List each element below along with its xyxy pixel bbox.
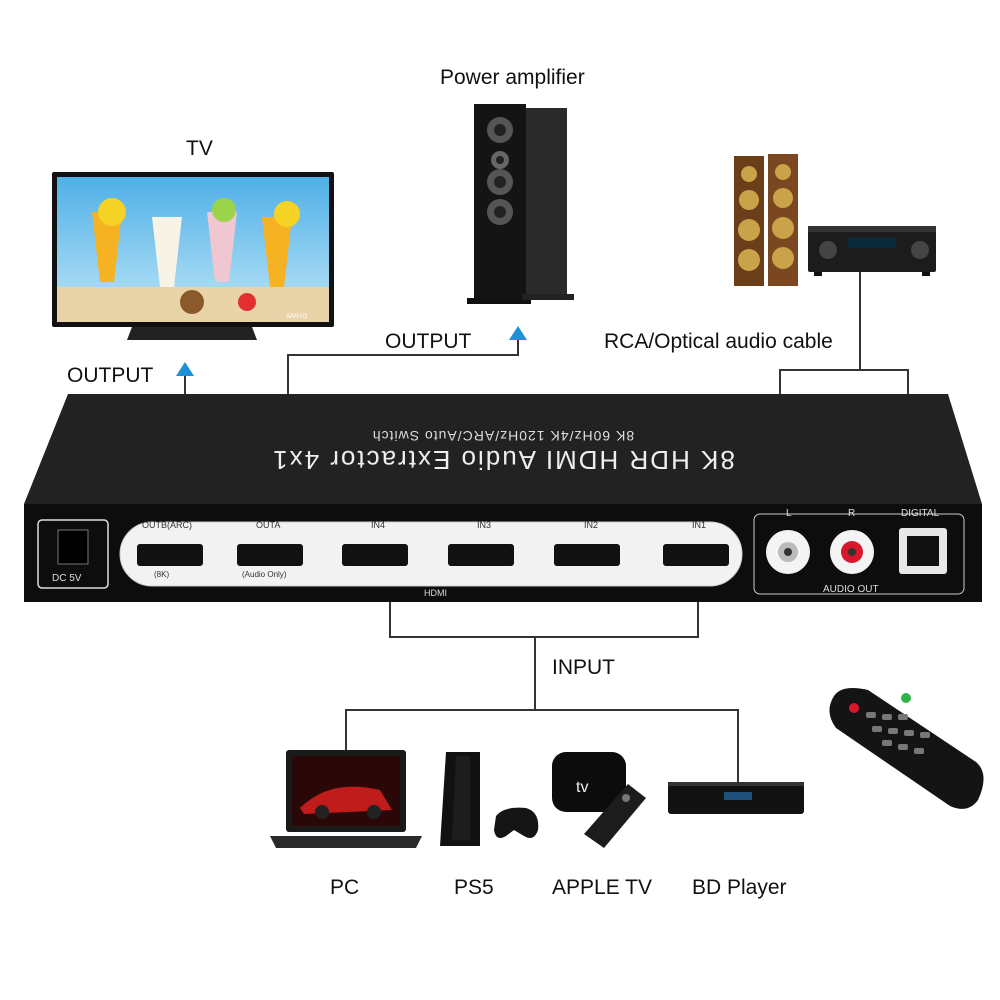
tv-label: TV <box>186 137 213 160</box>
bookshelf-speakers-image <box>732 152 802 290</box>
apple-tv-label: APPLE TV <box>552 876 652 899</box>
audio-r-label: R <box>848 508 856 519</box>
av-receiver-image <box>808 222 936 278</box>
port-outb-label: OUTB(ARC) <box>142 520 192 530</box>
tv-brand-logo: SANYO <box>286 314 307 320</box>
floor-speaker-image <box>462 100 577 312</box>
digital-label: DIGITAL <box>901 508 940 519</box>
port-outa-note: (Audio Only) <box>242 570 287 579</box>
dc-label: DC 5V <box>52 573 82 584</box>
apple-tv-image: tv <box>546 738 664 852</box>
pc-label: PC <box>330 876 360 899</box>
port-in1-label: IN1 <box>692 520 707 530</box>
ps5-label: PS5 <box>454 876 494 899</box>
ps5-console-image <box>440 750 542 850</box>
audio-extractor-device: 8K HDR HDMI Audio Extractor 4x1 8K 60Hz/… <box>24 392 982 604</box>
port-in3-label: IN3 <box>477 520 492 530</box>
tv-image: SANYO <box>52 172 334 342</box>
input-bracket <box>389 600 699 638</box>
power-amplifier-label: Power amplifier <box>440 66 585 89</box>
port-outb-note: (8K) <box>154 570 170 579</box>
remote-control-image <box>822 682 990 814</box>
device-title: 8K HDR HDMI Audio Extractor 4x1 <box>271 445 735 475</box>
input-distribution <box>345 709 739 782</box>
output-label-tv: OUTPUT <box>67 364 154 387</box>
audio-line-left <box>779 369 909 395</box>
bd-player-image <box>666 778 806 824</box>
output-line-amplifier <box>287 338 519 395</box>
hdmi-label: HDMI <box>424 588 447 598</box>
rca-optical-label: RCA/Optical audio cable <box>604 330 833 353</box>
device-subtitle: 8K 60Hz/4K 120Hz/ARC/Auto Switch <box>371 428 635 444</box>
bd-player-label: BD Player <box>692 876 787 899</box>
output-label-amplifier: OUTPUT <box>385 330 472 353</box>
input-label: INPUT <box>552 656 615 679</box>
pc-laptop-image <box>270 748 422 852</box>
audio-l-label: L <box>786 508 792 519</box>
port-in2-label: IN2 <box>584 520 599 530</box>
port-outa-label: OUTA <box>256 520 281 530</box>
svg-text:tv: tv <box>576 779 588 796</box>
audio-out-label: AUDIO OUT <box>823 584 879 595</box>
arrow-up-tv <box>176 362 194 376</box>
arrow-up-amplifier <box>509 326 527 340</box>
port-in4-label: IN4 <box>371 520 386 530</box>
